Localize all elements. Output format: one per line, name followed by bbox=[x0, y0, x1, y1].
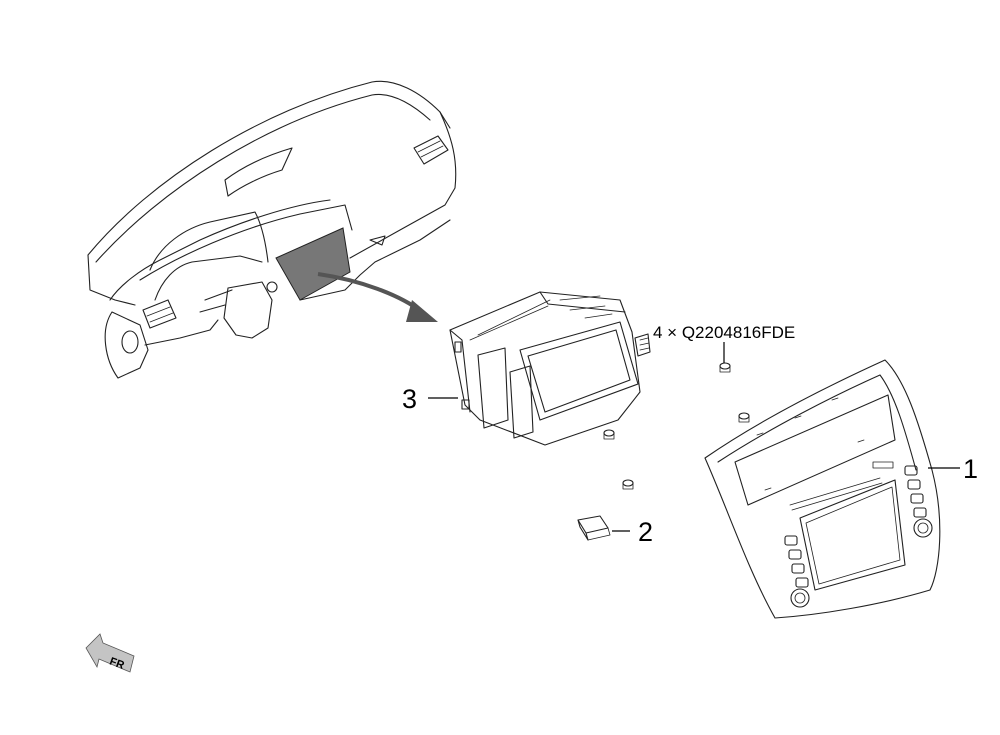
screw-3 bbox=[603, 429, 615, 440]
front-arrow-label: FR bbox=[108, 656, 126, 672]
instrument-panel-illustration bbox=[87, 80, 457, 379]
screws bbox=[603, 362, 750, 490]
screw-1 bbox=[719, 362, 731, 373]
callout-leaders bbox=[428, 342, 960, 532]
callout-1: 1 bbox=[963, 454, 978, 484]
clip-part bbox=[577, 515, 611, 541]
screw-4 bbox=[622, 479, 634, 490]
callout-3: 3 bbox=[402, 384, 417, 414]
screw-2 bbox=[738, 412, 750, 423]
head-unit-opening-highlight bbox=[275, 227, 351, 301]
fastener-note: 4 × Q2204816FDE bbox=[653, 323, 795, 342]
head-unit-chassis bbox=[449, 291, 651, 446]
head-unit-bezel bbox=[704, 359, 941, 619]
front-direction-arrow: FR bbox=[85, 633, 135, 673]
callout-2: 2 bbox=[638, 517, 653, 547]
